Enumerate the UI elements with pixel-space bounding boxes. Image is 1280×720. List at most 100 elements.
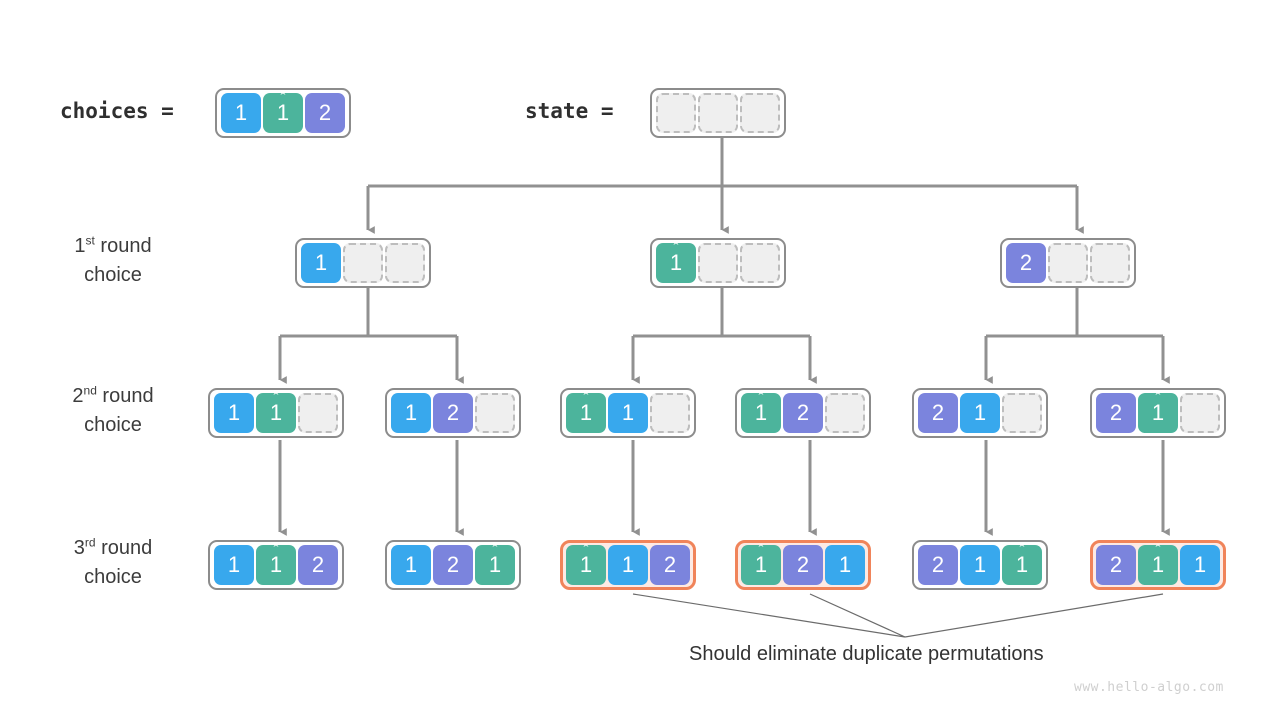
cell-value: 2 [783, 545, 823, 585]
cell-number: 2 [1019, 250, 1033, 275]
cell-number: 1 [227, 400, 241, 425]
cell-value: 2 [783, 393, 823, 433]
cell-value: 1 [214, 545, 254, 585]
cell-value: 1 [301, 243, 341, 283]
cell-value: 2 [650, 545, 690, 585]
cell-number: 1 [1193, 552, 1207, 577]
cell-empty [1002, 393, 1042, 433]
caret-hat-icon: ˆ [273, 390, 279, 407]
cell-number: 1 [838, 552, 852, 577]
cell-empty [825, 393, 865, 433]
cell-value: 2 [298, 545, 338, 585]
cell-number: 1 [404, 400, 418, 425]
caret-hat-icon: ˆ [280, 90, 286, 107]
caret-hat-icon: ˆ [758, 390, 764, 407]
cell-number: 1 [621, 552, 635, 577]
cell-value: 1 [960, 393, 1000, 433]
cell-number: 2 [311, 552, 325, 577]
callout-line-1 [809, 593, 906, 638]
callout-line-2 [904, 593, 1164, 638]
cell-value: 1 [960, 545, 1000, 585]
choices-label: choices = [60, 99, 174, 123]
cell-empty [650, 393, 690, 433]
cell-number: 2 [796, 552, 810, 577]
cell-value: 1 [391, 545, 431, 585]
cell-number: 1 [314, 250, 328, 275]
row-label-3: 3rd round choice [13, 534, 213, 592]
cell-number: 2 [931, 400, 945, 425]
cell-number: 1 [621, 400, 635, 425]
cell-value: 2 [305, 93, 345, 133]
row-label-1-line1: 1st round [74, 233, 152, 257]
cell-number: 2 [796, 400, 810, 425]
caret-hat-icon: ˆ [583, 390, 589, 407]
cell-value: 2 [918, 393, 958, 433]
cell-empty [1048, 243, 1088, 283]
cell-number: 1 [973, 552, 987, 577]
cell-empty [1090, 243, 1130, 283]
cell-empty [1180, 393, 1220, 433]
cell-value: 1 [825, 545, 865, 585]
cell-value: 2 [1096, 393, 1136, 433]
cell-empty [343, 243, 383, 283]
cell-value: 2 [1006, 243, 1046, 283]
level1-node-0: 1 [295, 238, 431, 288]
cell-number: 2 [1109, 400, 1123, 425]
caret-hat-icon: ˆ [758, 542, 764, 559]
cell-value: 2 [433, 393, 473, 433]
caret-hat-icon: ˆ [583, 542, 589, 559]
caption-text: Should eliminate duplicate permutations [689, 643, 1044, 665]
row-label-1: 1st round choice [13, 232, 213, 290]
state-array [650, 88, 786, 138]
caret-hat-icon: ˆ [1019, 542, 1025, 559]
cell-number: 1 [227, 552, 241, 577]
callout-line-0 [632, 593, 906, 638]
cell-number: 2 [318, 100, 332, 125]
row-label-2-line2: choice [84, 414, 142, 436]
cell-empty [698, 243, 738, 283]
caret-hat-icon: ˆ [673, 240, 679, 257]
row-label-2-line1: 2nd round [72, 383, 154, 407]
cell-number: 2 [663, 552, 677, 577]
caret-hat-icon: ˆ [1155, 542, 1161, 559]
cell-number: 1 [404, 552, 418, 577]
row-label-3-line2: choice [84, 566, 142, 588]
cell-empty [656, 93, 696, 133]
cell-value: 2 [433, 545, 473, 585]
cell-empty [475, 393, 515, 433]
caret-hat-icon: ˆ [273, 542, 279, 559]
cell-empty [298, 393, 338, 433]
